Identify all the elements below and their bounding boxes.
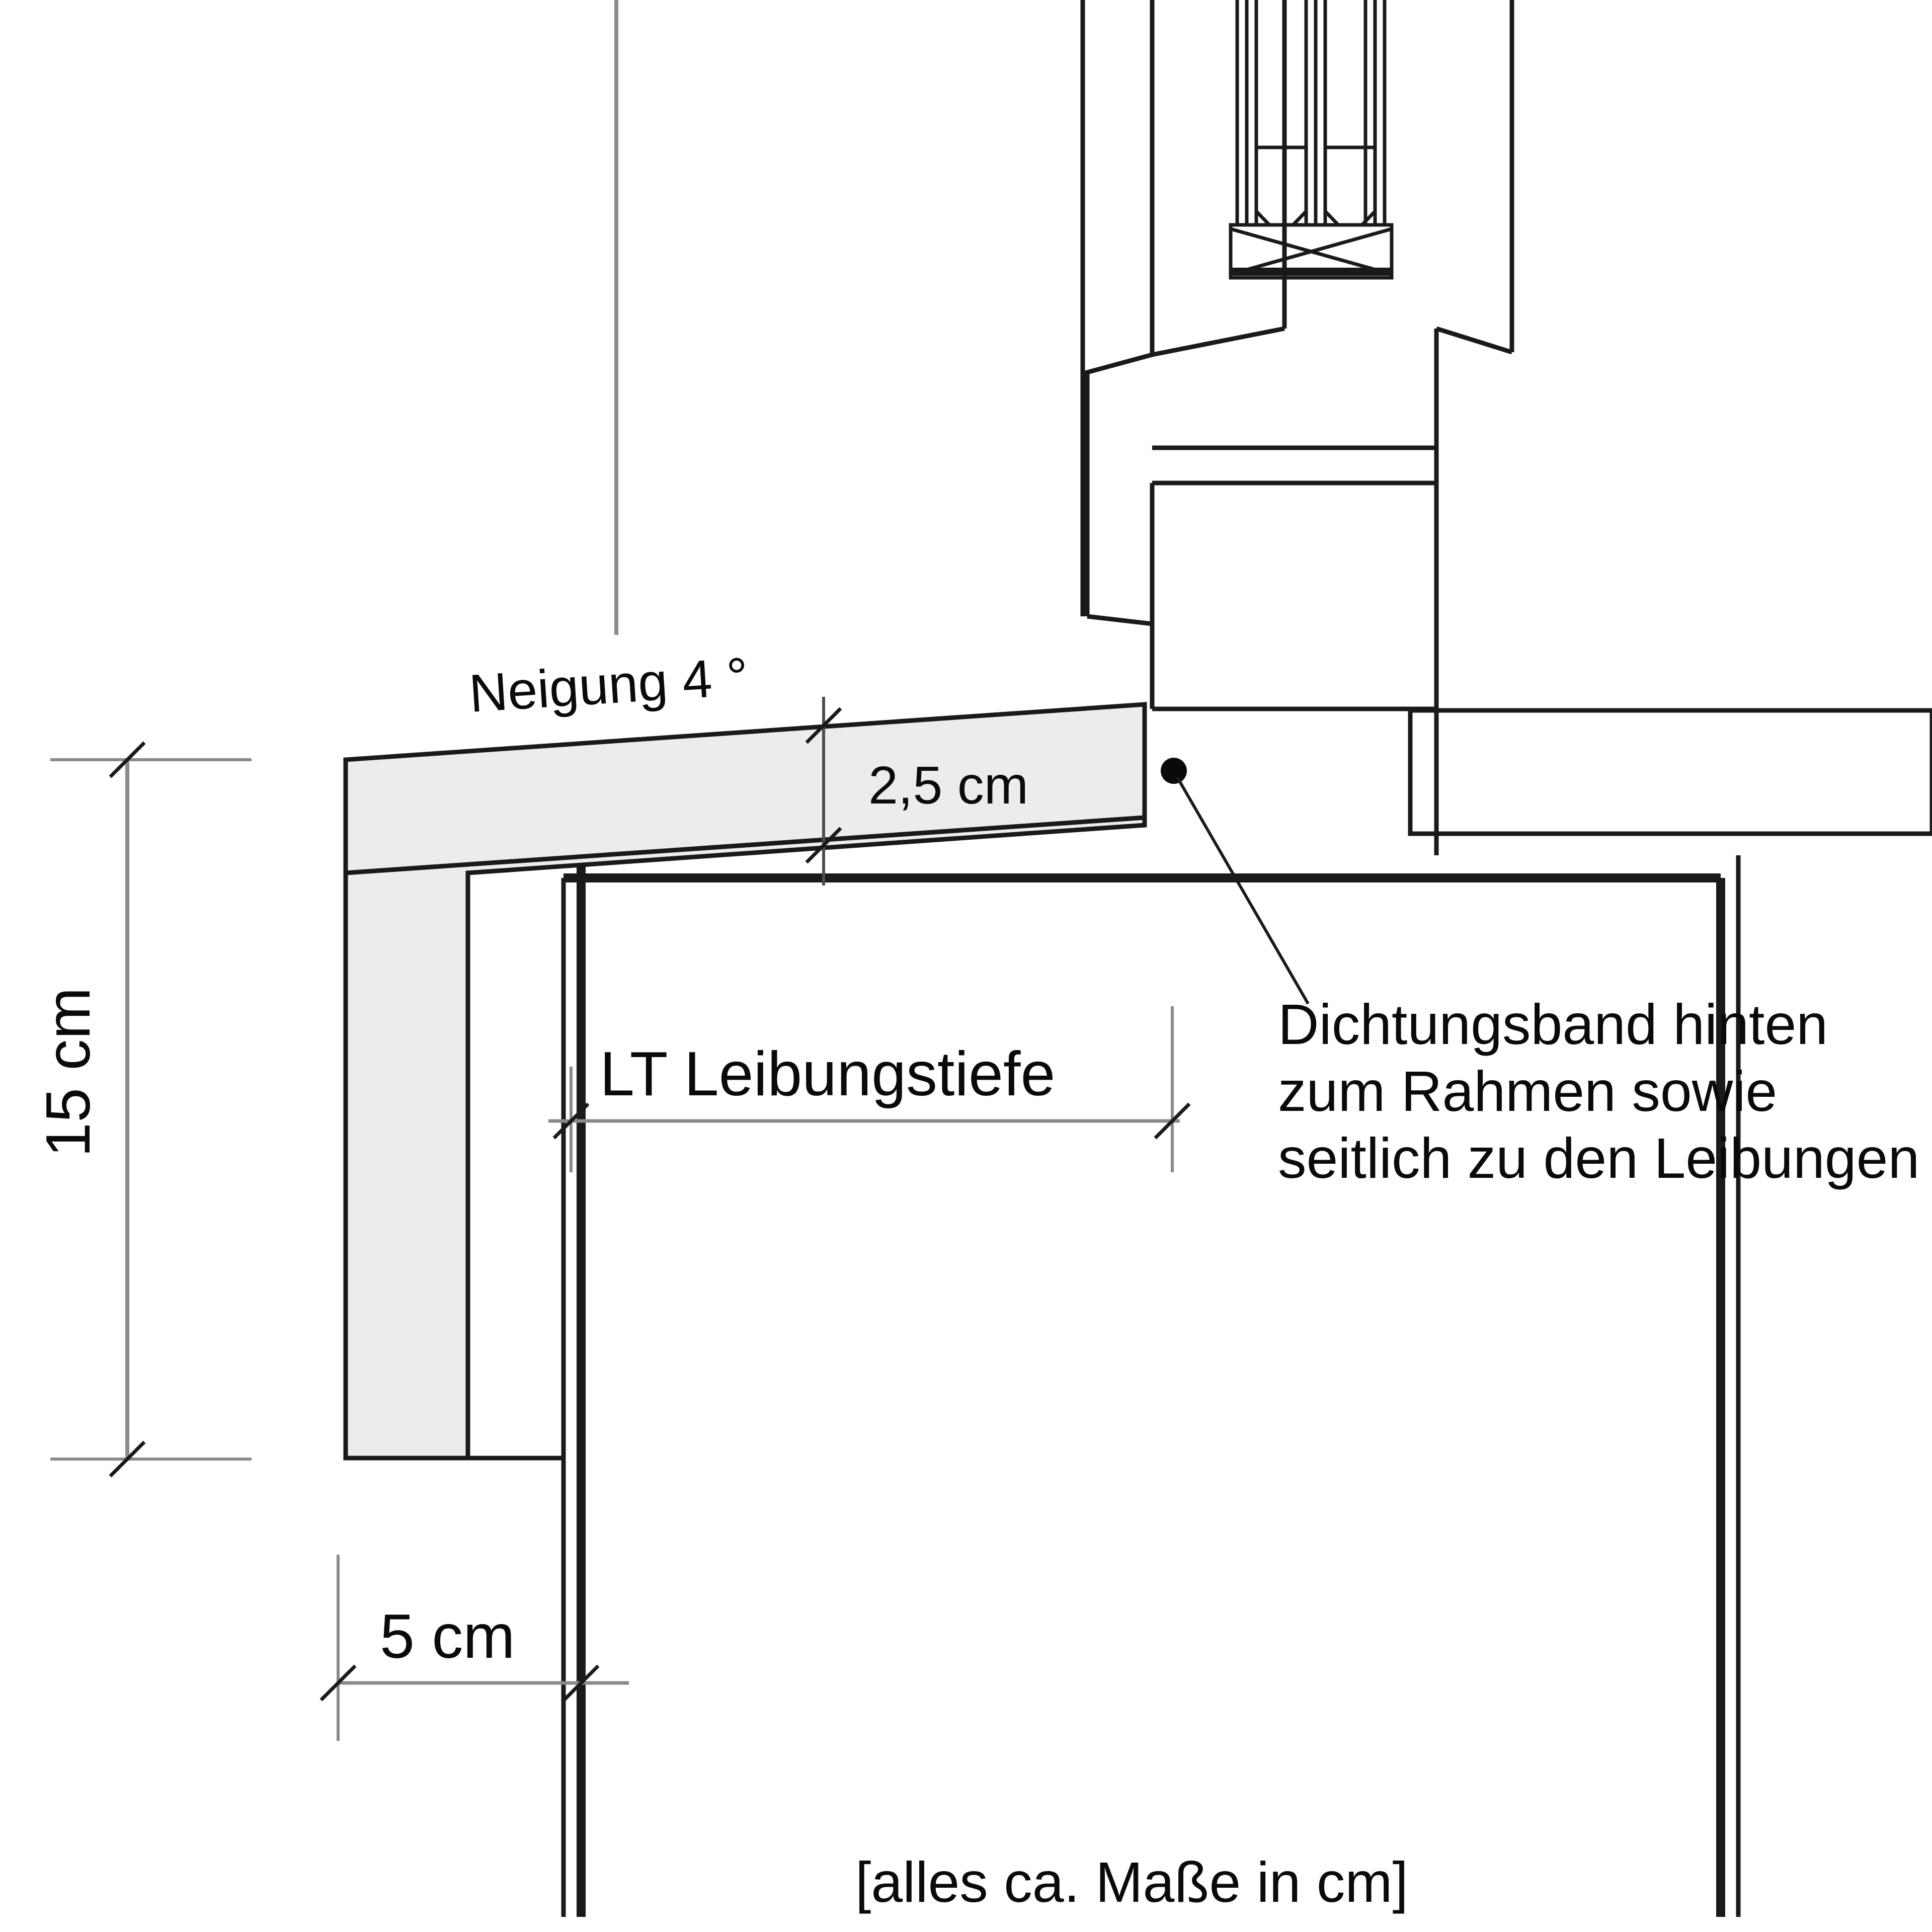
drawing-caption: [alles ca. Maße in cm] [855,1850,1408,1914]
wall-and-reveal-outline [468,855,1741,1917]
insulated-glazing-unit [1235,0,1387,225]
glazing-edge-seal [1229,223,1394,280]
dimension-height-15cm: 15 cm [34,743,252,1476]
dimension-sill-thickness-label: 2,5 cm [868,756,1028,815]
frame-profile-left [1085,0,1155,626]
dichtungsband-note-line1: Dichtungsband hinten [1278,993,1828,1056]
dichtungsband-marker-dot [1161,758,1187,784]
dimension-height-label: 15 cm [34,987,103,1157]
frame-profile-right [1434,0,1514,855]
dimension-reveal-depth-label: LT Leibungstiefe [600,1039,1055,1109]
callout-dichtungsband: Dichtungsband hinten zum Rahmen sowie se… [1161,758,1919,1190]
dimension-offset-label: 5 cm [380,1602,515,1671]
dimension-offset-5cm: 5 cm [321,1555,629,1741]
window-frame-group [1080,0,1514,855]
dichtungsband-note-line3: seitlich zu den Leibungen [1278,1126,1919,1190]
dichtungsband-leader-line [1176,776,1310,1005]
reveal-cladding-L [343,760,1147,1461]
dichtungsband-note-line2: zum Rahmen sowie [1278,1060,1777,1123]
dimension-sill-thickness: 2,5 cm [807,697,1028,886]
dimension-reveal-depth: LT Leibungstiefe [548,1006,1189,1172]
interior-sill-board-right [1408,708,1932,836]
